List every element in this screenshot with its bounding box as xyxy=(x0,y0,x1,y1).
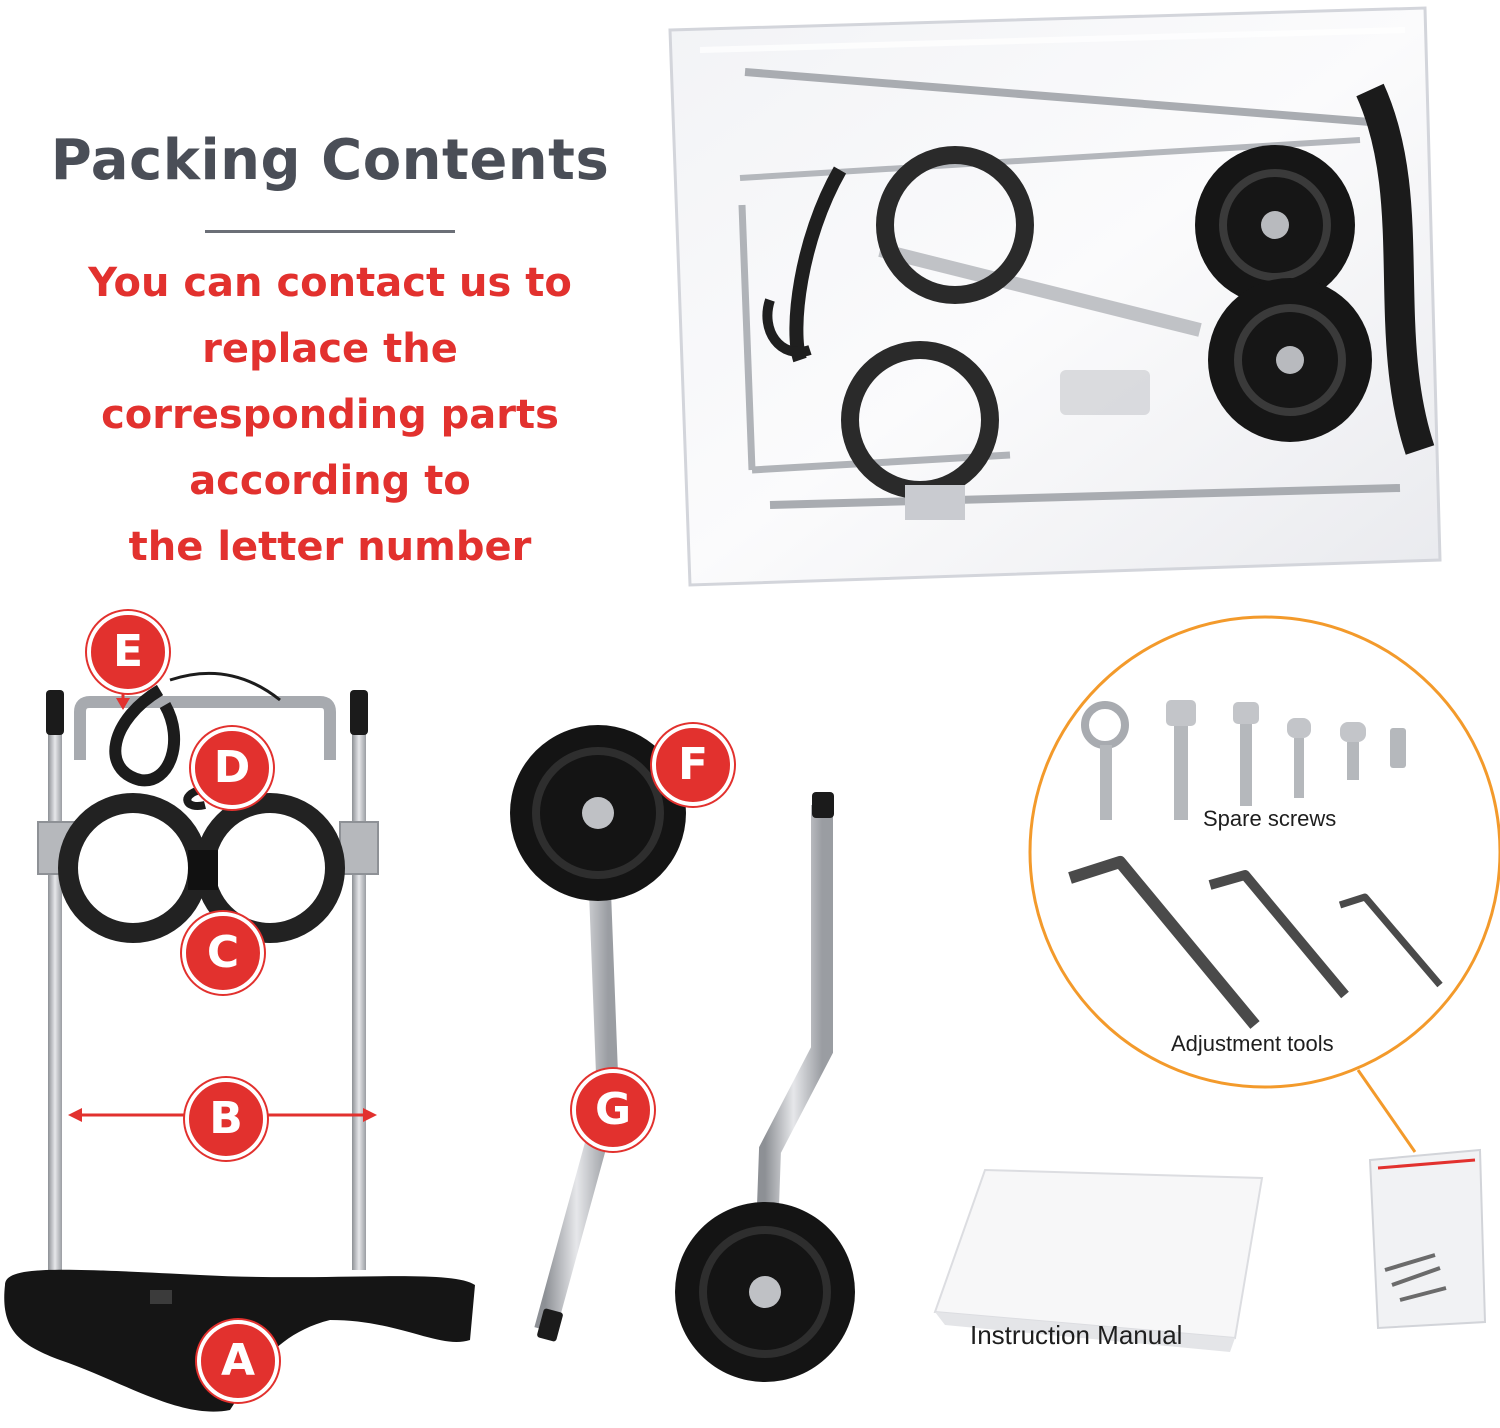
part-badge-a: A xyxy=(197,1320,279,1402)
hardware-callout xyxy=(1028,615,1500,1153)
part-badge-d: D xyxy=(191,727,273,809)
part-badge-b: B xyxy=(185,1078,267,1160)
packed-bag xyxy=(668,6,1442,587)
instruction-manual-paper xyxy=(933,1168,1264,1352)
part-badge-e: E xyxy=(87,611,169,693)
part-badge-f: F xyxy=(652,724,734,806)
part-badge-g: G xyxy=(572,1069,654,1151)
wheel-assemblies xyxy=(510,725,855,1382)
notice-line-2: corresponding parts according to xyxy=(101,392,559,504)
spare-screws-label: Spare screws xyxy=(1203,806,1337,831)
page-title: Packing Contents xyxy=(50,128,610,193)
notice-line-3: the letter number xyxy=(128,524,532,570)
replacement-notice: You can contact us to replace the corres… xyxy=(0,250,660,580)
instruction-manual-label: Instruction Manual xyxy=(970,1320,1183,1350)
title-divider xyxy=(205,230,455,233)
adjustment-tools-label: Adjustment tools xyxy=(1171,1031,1334,1056)
notice-line-1: You can contact us to replace the xyxy=(88,260,572,372)
zip-bag xyxy=(1368,1148,1487,1330)
part-badge-c: C xyxy=(182,912,264,994)
